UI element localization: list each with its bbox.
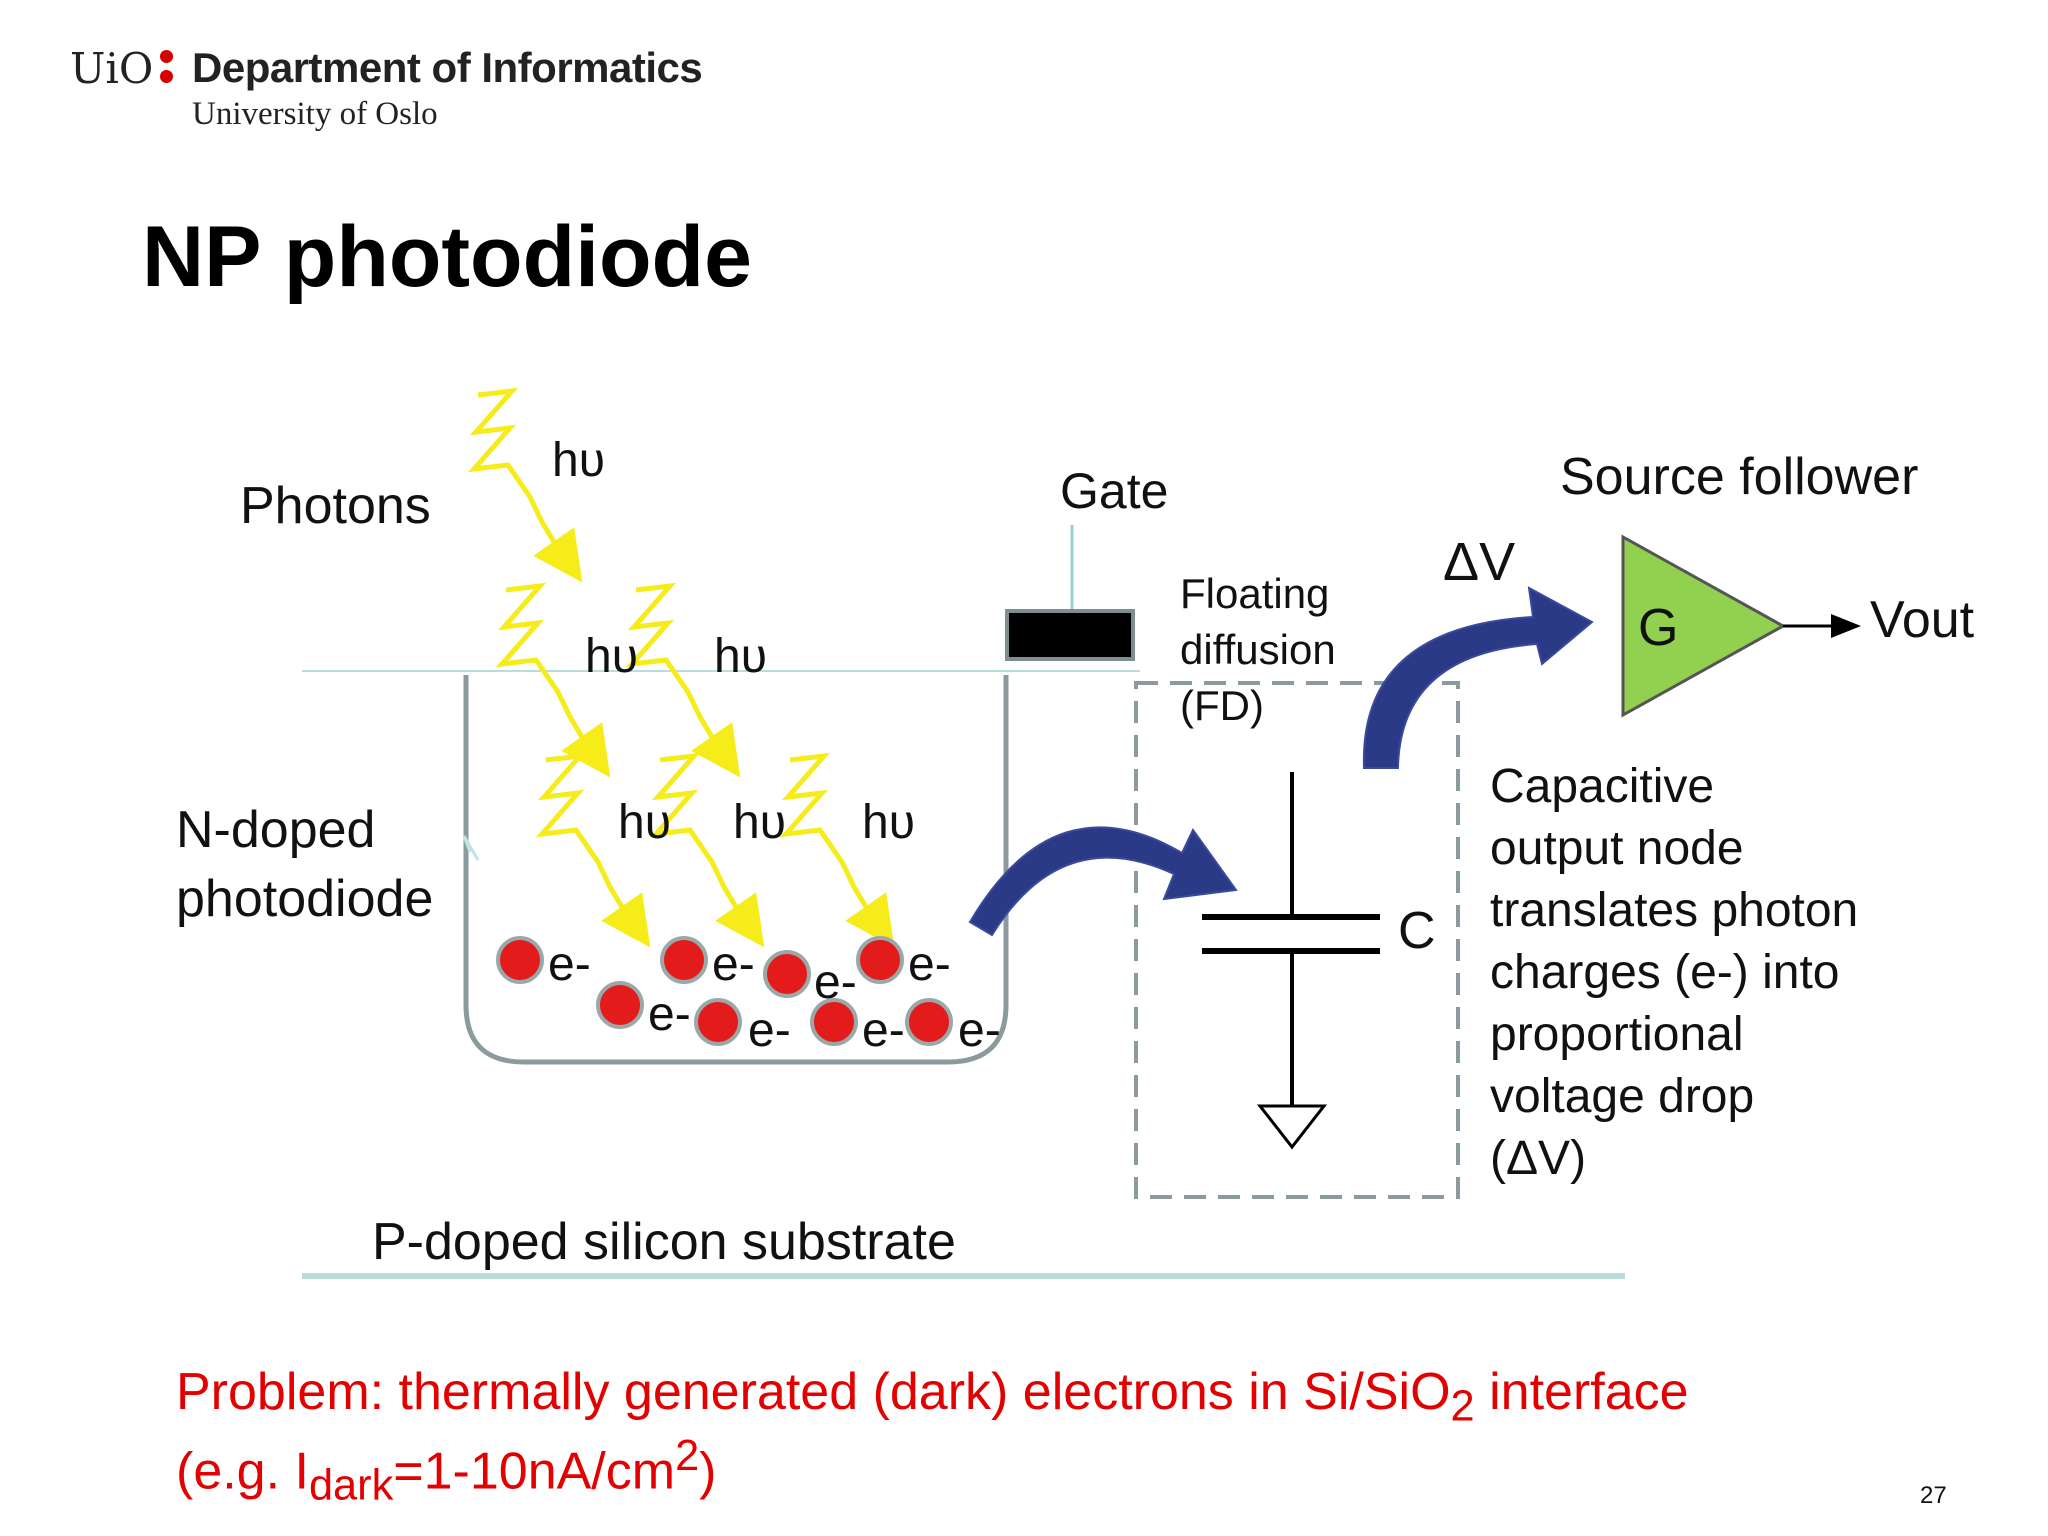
capacitor-label: C xyxy=(1398,902,1436,960)
electron-label: e- xyxy=(908,938,951,991)
photon-symbol-label: hυ xyxy=(862,796,915,849)
well-pointer-icon xyxy=(462,835,480,861)
photon-ray xyxy=(625,582,741,778)
photon-ray xyxy=(779,752,895,948)
problem-subscript: dark xyxy=(308,1461,394,1510)
floating-diffusion-box xyxy=(1134,681,1460,1199)
photon-ray xyxy=(467,387,583,583)
description-line: voltage drop xyxy=(1490,1070,1754,1123)
electron-label: e- xyxy=(548,938,591,991)
photons-label: Photons xyxy=(240,477,431,535)
uio-logo-dots-icon xyxy=(160,50,174,90)
description-line: proportional xyxy=(1490,1008,1744,1061)
photon-symbol-label: hυ xyxy=(714,630,767,683)
n-doped-label-line1: N-doped xyxy=(176,801,375,859)
charge-transfer-arrow xyxy=(968,826,1238,937)
description-line: charges (e-) into xyxy=(1490,946,1839,999)
problem-superscript: 2 xyxy=(675,1432,700,1480)
electron-label: e- xyxy=(712,938,755,991)
photon-symbol-label: hυ xyxy=(618,796,671,849)
department-name: Department of Informatics xyxy=(192,44,703,91)
fd-label-line3: (FD) xyxy=(1180,682,1264,729)
uio-logo-text: UiO xyxy=(70,44,154,93)
electron-label: e- xyxy=(748,1004,791,1057)
n-doped-label-line2: photodiode xyxy=(176,870,433,928)
electron-icon xyxy=(856,936,904,984)
problem-text: interface xyxy=(1474,1363,1689,1421)
electron-icon xyxy=(660,936,708,984)
electron-icon xyxy=(905,998,953,1046)
electron-icon xyxy=(694,998,742,1046)
university-name: University of Oslo xyxy=(192,96,438,132)
problem-text: Problem: thermally generated (dark) elec… xyxy=(176,1363,1451,1421)
n-doped-well xyxy=(463,675,1009,1065)
gate-label: Gate xyxy=(1060,463,1168,519)
description-line: (ΔV) xyxy=(1490,1132,1586,1185)
gain-label: G xyxy=(1638,599,1678,657)
description-line: output node xyxy=(1490,822,1744,875)
fd-label-line2: diffusion xyxy=(1180,626,1336,673)
voltage-arrow xyxy=(1362,586,1594,769)
electron-icon xyxy=(496,936,544,984)
electron-label: e- xyxy=(958,1004,1001,1057)
photon-ray xyxy=(535,752,651,948)
amplifier-triangle xyxy=(1621,534,1787,718)
electron-group xyxy=(496,936,953,1046)
ground-symbol-icon xyxy=(1256,1104,1328,1150)
source-follower-label: Source follower xyxy=(1560,448,1918,506)
photon-symbol-label: hυ xyxy=(733,796,786,849)
electron-icon xyxy=(763,950,811,998)
problem-text: =1-10nA/cm xyxy=(393,1442,676,1501)
photon-symbol-label: hυ xyxy=(552,434,605,487)
problem-subscript: 2 xyxy=(1450,1382,1475,1431)
slide-number: 27 xyxy=(1920,1482,1947,1509)
electron-label: e- xyxy=(648,988,691,1041)
delta-v-label: ΔV xyxy=(1443,532,1515,592)
fd-label-line1: Floating xyxy=(1180,570,1329,617)
photon-ray xyxy=(649,752,765,948)
problem-text: (e.g. I xyxy=(176,1442,309,1501)
slide-title: NP photodiode xyxy=(142,209,752,305)
electron-label: e- xyxy=(862,1004,905,1057)
gate-electrode xyxy=(1005,609,1135,661)
photon-ray xyxy=(495,582,611,778)
description-line: translates photon xyxy=(1490,884,1858,937)
electron-icon xyxy=(596,981,644,1029)
electron-icon xyxy=(810,998,858,1046)
description-line: Capacitive xyxy=(1490,760,1714,813)
problem-statement-line1: Problem: thermally generated (dark) elec… xyxy=(176,1362,1689,1431)
problem-statement-line2: (e.g. Idark=1-10nA/cm2) xyxy=(176,1432,717,1511)
photon-symbol-label: hυ xyxy=(585,630,638,683)
substrate-label: P-doped silicon substrate xyxy=(372,1213,956,1271)
vout-label: Vout xyxy=(1870,591,1975,649)
electron-label: e- xyxy=(814,956,857,1009)
problem-text: ) xyxy=(699,1442,717,1501)
